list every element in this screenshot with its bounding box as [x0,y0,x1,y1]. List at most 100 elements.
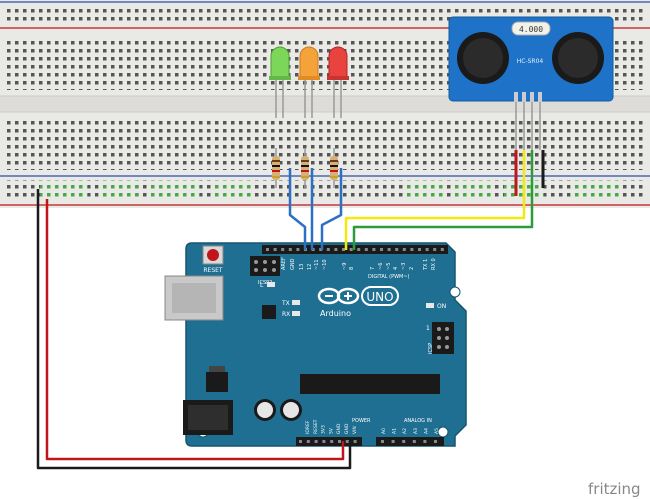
digital-pin-label: ~9 [342,263,348,270]
led-green [269,46,291,118]
power-header-hole [353,440,357,443]
digital-pin-label: ~5 [386,263,392,270]
wire-black-gnd [36,189,352,470]
l-label: L [260,282,264,289]
icsp2-header [250,256,280,276]
digital-pin-label: TX 1 [423,259,429,271]
power-header-hole [322,440,326,443]
digital-header-hole [281,248,285,251]
digital-header-hole [402,248,406,251]
wires [36,150,545,470]
voltage-regulator [206,372,228,392]
wire-green-echo [352,150,534,250]
aref-label: AREF [281,257,287,270]
power-pin-label: VIN [352,426,358,434]
ultrasonic-sensor: 4.000 HC-SR04 [448,16,614,150]
arduino-logo: UNO Arduino [317,286,399,318]
digital-pin-label: 12 [307,264,313,270]
usb-chip [262,305,276,319]
reset-button-cap[interactable] [207,249,219,261]
icsp-header [432,322,454,354]
digital-header-hole [296,248,300,251]
led-on [426,303,434,308]
digital-header-hole [349,248,353,251]
on-label: ON [437,303,446,310]
analog-header-hole [402,440,406,443]
led-rx [292,311,300,316]
gnd-label-top: GND [290,258,296,270]
analog-header-hole [434,440,437,443]
analog-in-label: ANALOG IN [404,418,432,424]
power-pin-label: 5V [328,427,334,434]
digital-header-hole [326,248,330,251]
digital-header-hole [410,248,414,251]
analog-pin-label: A3 [413,428,419,434]
led-red [327,46,349,118]
analog-pin-label: A1 [392,428,398,434]
analog-header-hole [391,440,395,443]
uno-label: UNO [366,290,393,304]
tx-label: TX [281,300,290,307]
arduino-label: Arduino [320,309,351,318]
power-pin-label: GND [344,423,350,434]
digital-pin-label: ~3 [401,263,407,270]
wire-red-5v [45,199,345,461]
digital-pin-label: 2 [409,267,415,270]
digital-pin-label: 8 [349,267,355,270]
digital-header-hole [418,248,421,251]
power-rail-holes-top-1 [6,6,646,15]
analog-header-hole [381,440,384,443]
digital-header-hole [266,248,269,251]
icsp2-label: ICSP2 [258,280,272,286]
resistor-1 [272,148,280,188]
digital-pin-label: ~6 [378,263,384,270]
wire-blue-1 [288,168,307,250]
digital-header-hole [372,248,376,251]
digital-header-hole [288,248,292,251]
digital-header-hole [364,248,368,251]
analog-pin-label: A5 [434,428,440,434]
reset-label: RESET [203,267,223,274]
wire-blue-3 [320,168,343,250]
digital-pin-label: 13 [299,264,305,270]
sensor-model-label: HC-SR04 [517,58,544,65]
digital-label: DIGITAL (PWM~) [368,274,410,280]
digital-pin-label: ~10 [322,259,328,270]
digital-pin-label: 4 [393,267,399,270]
power-header-hole [306,440,310,443]
digital-pin-label: ~11 [314,259,320,270]
digital-header-hole [334,248,338,251]
power-rail-holes-top-2 [6,16,646,25]
terminal-holes-lower [6,118,646,170]
atmega-chip [300,374,440,394]
power-rail-holes-bottom-1 [6,180,646,189]
power-header-hole [338,440,341,443]
digital-header-hole [357,248,361,251]
analog-pin-label: A4 [423,428,429,434]
led-l [267,282,275,287]
digital-header-hole [342,248,345,251]
digital-header-hole [425,248,429,251]
icsp-pin1-label: 1 [426,325,430,332]
power-pin-label: RESET [313,419,319,434]
power-pin-label: GND [336,423,342,434]
analog-header-hole [412,440,416,443]
analog-header-hole [423,440,427,443]
digital-header-hole [433,248,437,251]
power-header-hole [345,440,349,443]
power-header-hole [330,440,334,443]
digital-pin-label: 7 [370,267,376,270]
power-rail-holes-bottom-2 [6,190,646,199]
power-header-hole [314,440,318,443]
power-header [296,437,362,446]
resistor-3 [330,148,338,188]
resistor-2 [301,148,309,188]
digital-pin-label: RX 0 [431,258,437,270]
digital-header-hole [387,248,391,251]
power-header-hole [299,440,302,443]
digital-header-hole [273,248,277,251]
digital-header-hole [380,248,383,251]
power-pin-label: 3V3 [321,425,327,434]
